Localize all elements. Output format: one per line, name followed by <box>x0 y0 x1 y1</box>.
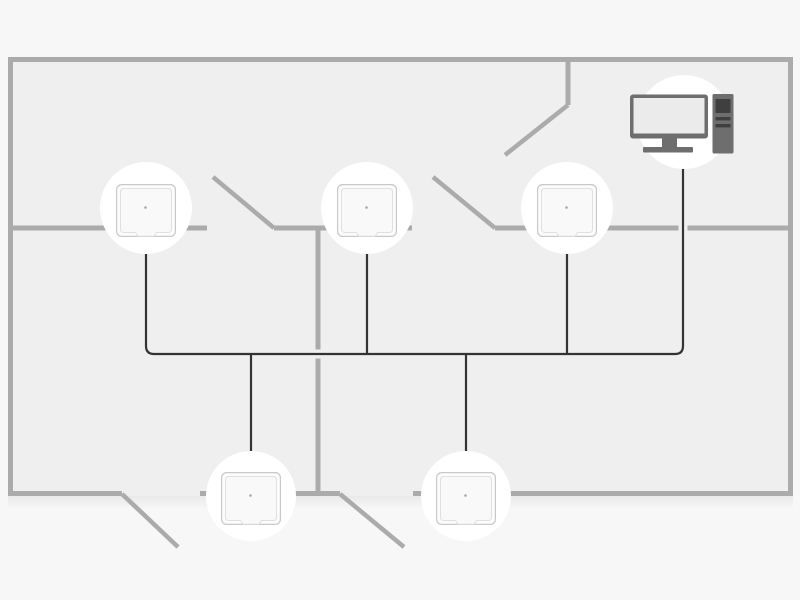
wall-plate-ap-icon <box>116 184 176 237</box>
door-swing <box>211 175 276 230</box>
access-point-2-node <box>321 162 413 254</box>
access-point-4-node <box>206 451 296 541</box>
access-point-1-node <box>100 162 192 254</box>
wall-plate-ap-icon <box>221 472 281 525</box>
door-swing <box>503 103 570 157</box>
door-swing <box>431 175 497 230</box>
access-point-3-node <box>521 162 613 254</box>
floor-shadow <box>8 496 793 509</box>
access-point-5-node <box>421 451 511 541</box>
cable-main-bus <box>144 168 685 356</box>
door-swing <box>338 492 406 549</box>
door-swing <box>120 492 180 549</box>
wall-plate-ap-icon <box>537 184 597 237</box>
wall-plate-ap-icon <box>337 184 397 237</box>
wall-plate-ap-icon <box>436 472 496 525</box>
computer-node <box>630 75 734 169</box>
